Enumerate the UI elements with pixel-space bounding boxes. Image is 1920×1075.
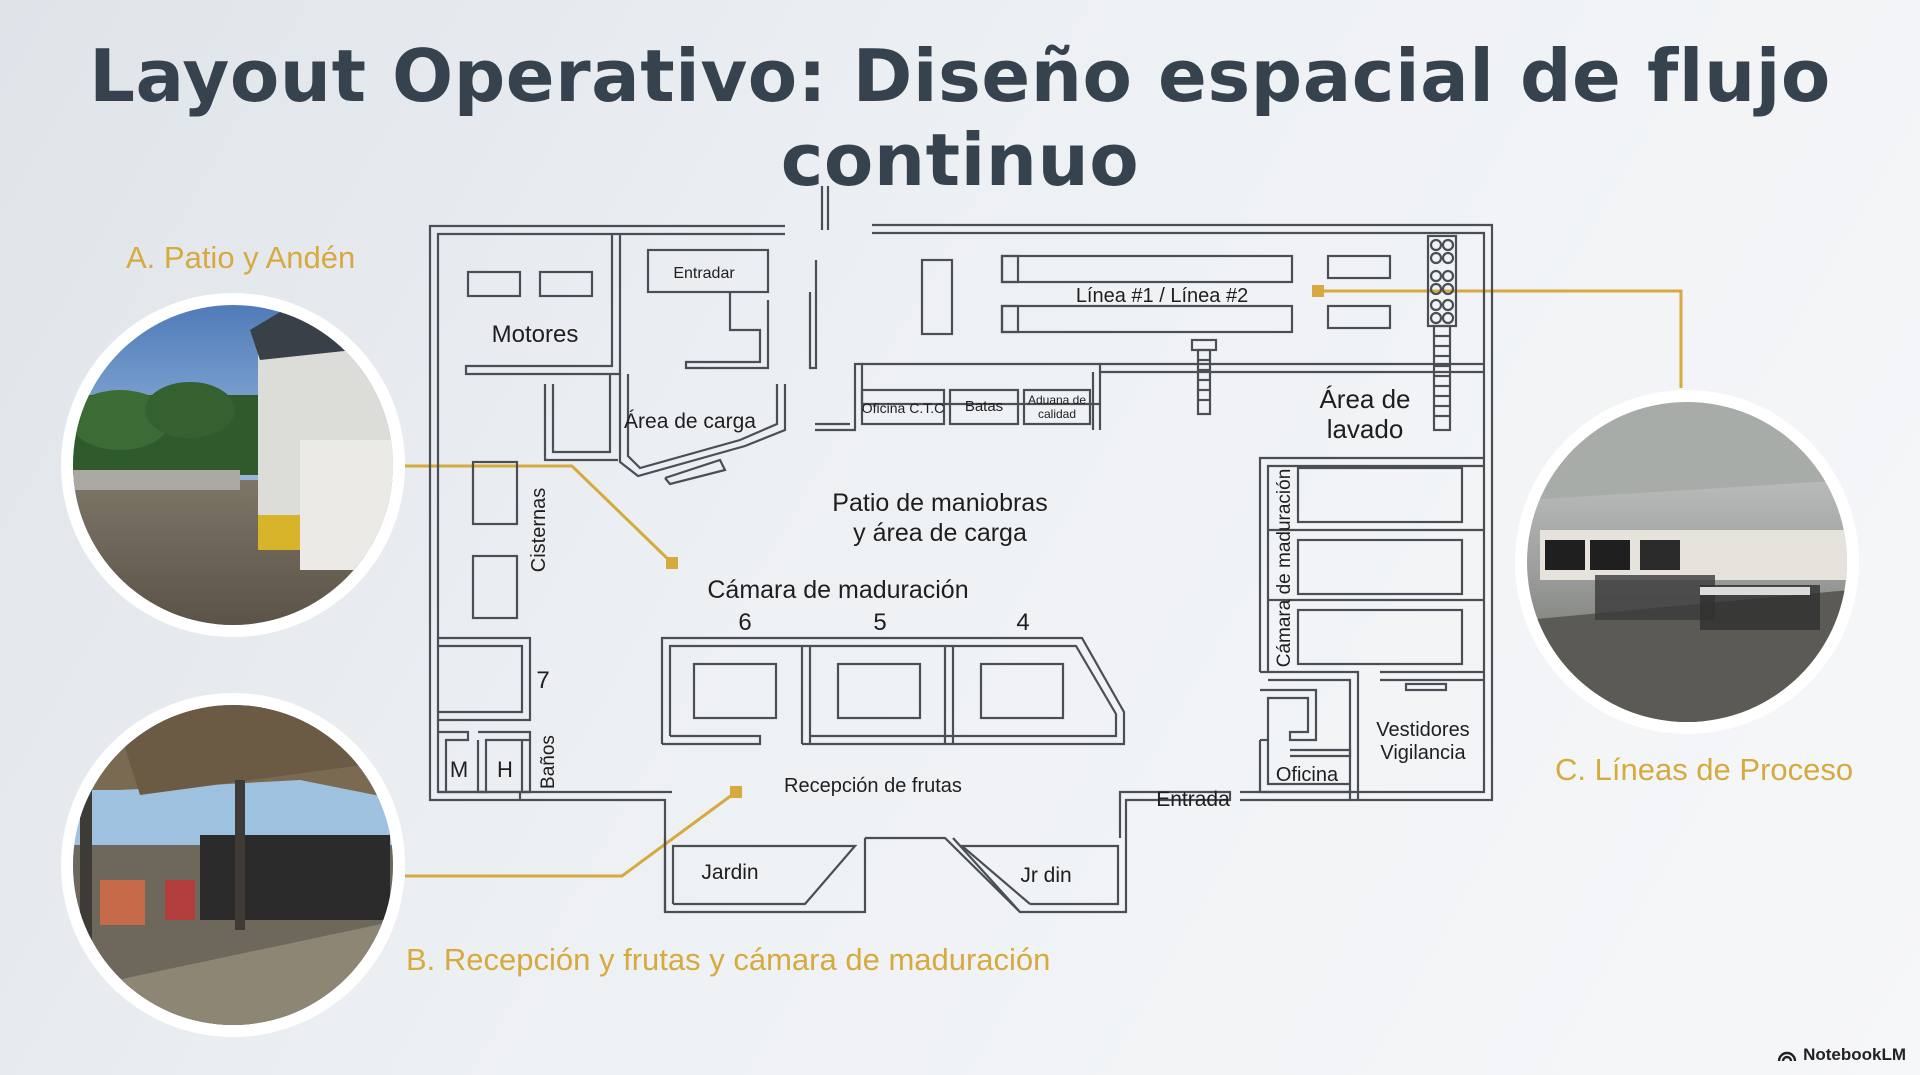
label-num-7: 7 [536, 667, 549, 694]
label-h: H [497, 757, 513, 782]
label-recepcion-frutas: Recepción de frutas [784, 775, 962, 797]
label-motores: Motores [492, 321, 579, 348]
label-oficina-ctc: Oficina C.T.C [862, 400, 944, 416]
label-jardin-izq: Jardin [701, 861, 758, 884]
label-camara-lateral: Cámara de maduración [1274, 469, 1295, 668]
photo-patio-anden [61, 293, 405, 637]
brand-label: NotebookLM [1803, 1045, 1906, 1064]
label-vestidores: Vestidores [1376, 719, 1469, 741]
marker-c [1312, 285, 1324, 297]
label-jardin-der: Jr din [1020, 864, 1071, 887]
callout-a-label: A. Patio y Andén [126, 240, 356, 275]
label-m: M [450, 757, 468, 782]
plan-labels: Motores Entradar Área de carga Línea #1 … [450, 265, 1470, 887]
label-patio-1: Patio de maniobras [832, 489, 1047, 517]
callout-connectors [405, 289, 1683, 878]
label-vigilancia: Vigilancia [1380, 742, 1466, 764]
label-lavado-1: Área de [1319, 384, 1410, 414]
callout-b-label: B. Recepción y frutas y cámara de madura… [406, 942, 1051, 977]
label-num-6: 6 [738, 609, 751, 636]
label-aduana-1: Aduana de [1028, 393, 1086, 407]
label-entrada: Entrada [1156, 788, 1230, 811]
label-entradar: Entradar [673, 265, 735, 282]
label-batas: Batas [965, 398, 1003, 415]
photo-recepcion-frutas [61, 693, 405, 1037]
notebooklm-brand: NotebookLM [1777, 1045, 1906, 1065]
label-oficina: Oficina [1276, 764, 1339, 786]
marker-a [666, 557, 678, 569]
plan-walls [428, 186, 1494, 914]
label-aduana-2: calidad [1038, 407, 1076, 421]
label-banos: Baños [538, 735, 559, 789]
label-num-5: 5 [873, 609, 886, 636]
label-lavado-2: lavado [1327, 414, 1404, 444]
notebooklm-logo-icon [1777, 1051, 1797, 1062]
label-num-4: 4 [1016, 609, 1029, 636]
label-cisternas: Cisternas [528, 488, 550, 572]
label-camara-maduracion: Cámara de maduración [707, 576, 968, 604]
callout-c-label: C. Líneas de Proceso [1555, 752, 1854, 787]
marker-b [730, 786, 742, 798]
label-lineas: Línea #1 / Línea #2 [1076, 285, 1248, 307]
label-patio-2: y área de carga [853, 519, 1027, 547]
photo-lineas-proceso [1515, 390, 1859, 734]
page-title: Layout Operativo: Diseño espacial de flu… [89, 34, 1831, 202]
label-area-carga: Área de carga [624, 410, 756, 433]
